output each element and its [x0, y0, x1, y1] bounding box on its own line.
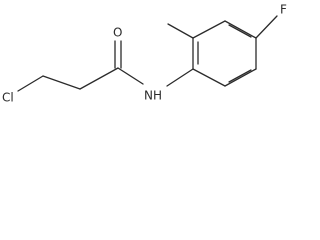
- ring-bond-5: [224, 68, 257, 87]
- oxygen-label: O: [113, 26, 122, 40]
- bond-methyl: [167, 23, 194, 39]
- ring-inner-bond-3: [228, 69, 252, 83]
- bond-n-ring: [166, 68, 194, 87]
- bond-c2-carbonyl: [79, 67, 119, 90]
- ring-bond-3: [224, 20, 257, 39]
- chemical-structure: Cl O NH F: [2, 3, 287, 105]
- fluorine-label: F: [280, 3, 287, 17]
- chlorine-label: Cl: [2, 91, 14, 105]
- bond-cl-c1: [17, 75, 44, 92]
- amine-label: NH: [144, 89, 162, 103]
- bond-carbonyl-n: [117, 67, 144, 85]
- bond-c1-c2: [42, 75, 81, 90]
- bond-fluoro: [255, 15, 278, 39]
- ring-bond-6: [192, 68, 226, 87]
- ring-inner-bond-2: [228, 24, 252, 38]
- ring-bond-2: [192, 20, 226, 39]
